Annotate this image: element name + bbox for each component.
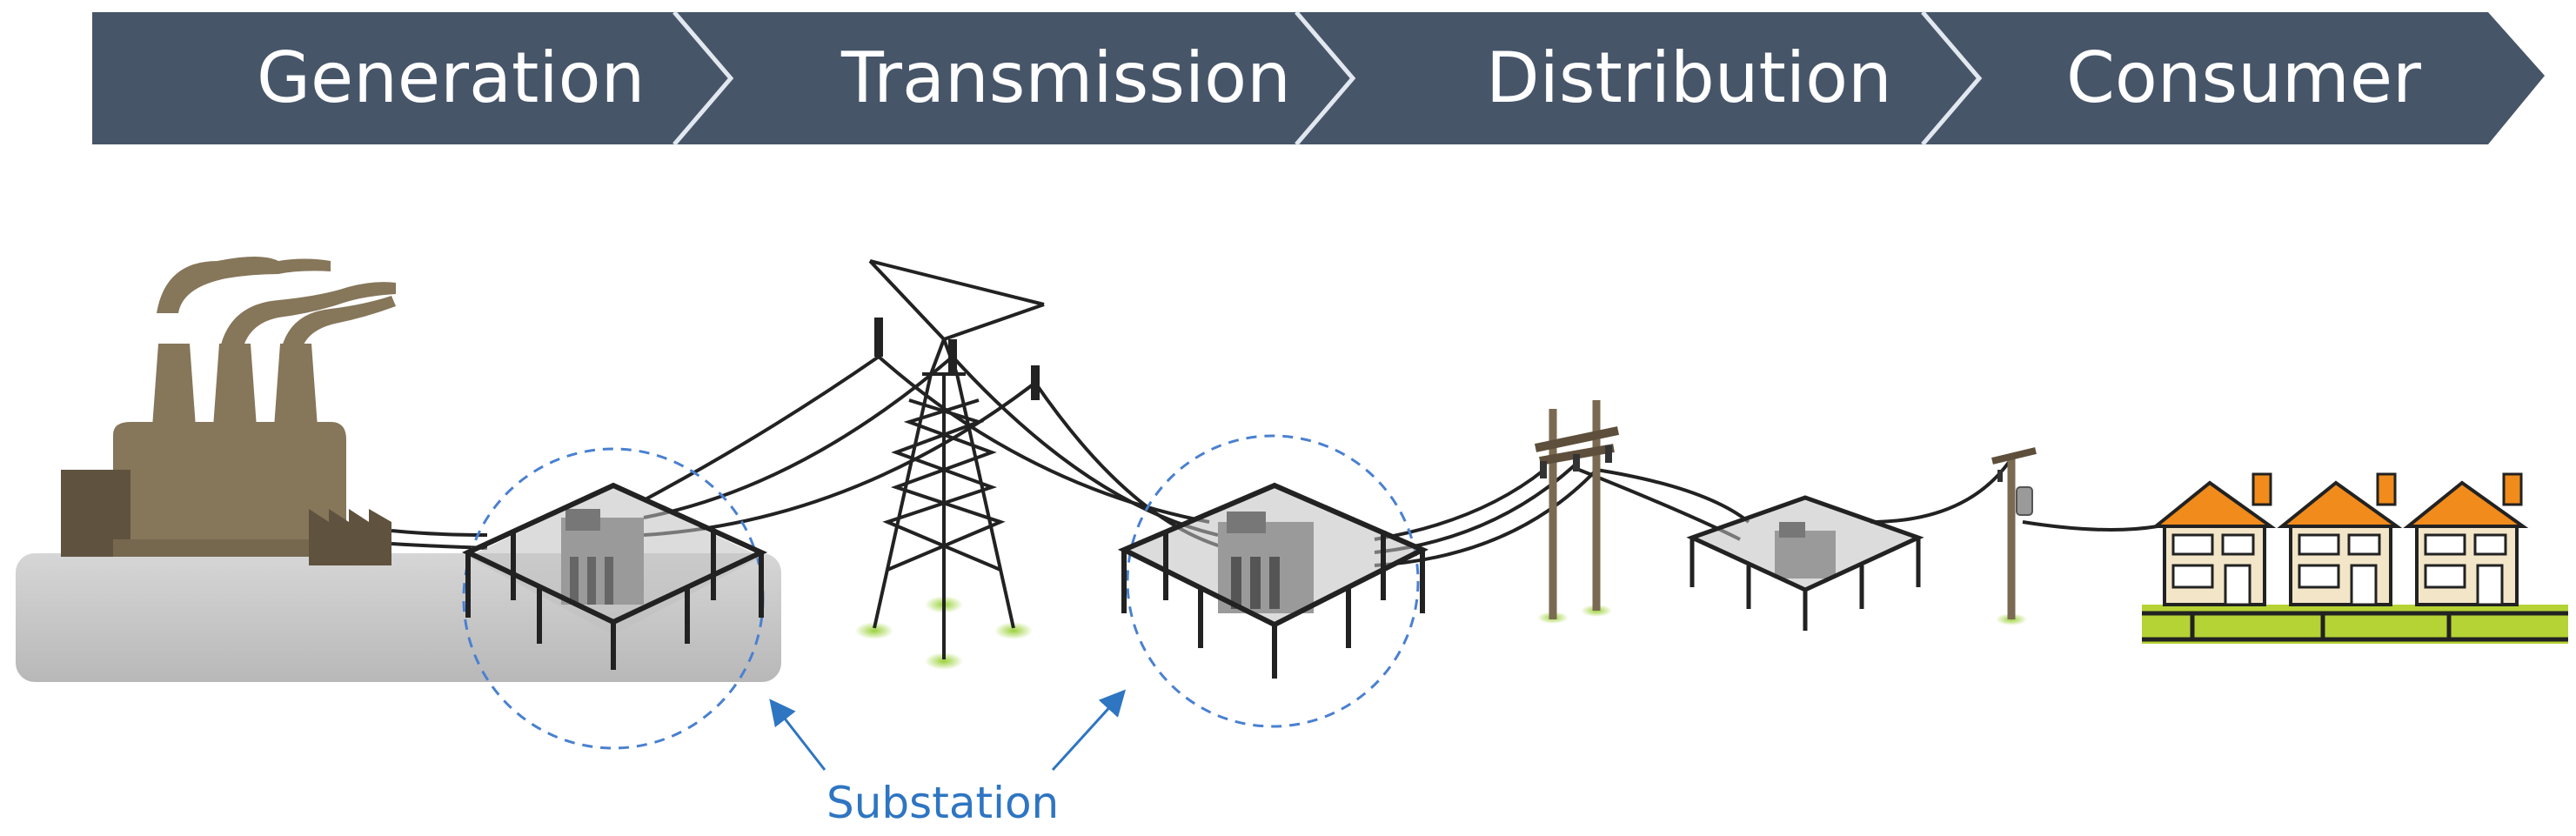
utility-pole-icon <box>1534 400 1620 624</box>
stage-banner: Generation Transmission Distribution Con… <box>92 10 2545 146</box>
stage-consumer-label: Consumer <box>2066 37 2421 118</box>
house-row <box>2142 472 2568 644</box>
callout-arrow-left <box>769 699 826 771</box>
substation-highlight-circle <box>1126 434 1420 728</box>
substation-callout: Substation <box>769 689 1127 828</box>
stage-generation-label: Generation <box>257 37 645 118</box>
substation-icon <box>1686 495 1924 631</box>
stage-distribution-label: Distribution <box>1486 37 1892 118</box>
substation-icon <box>461 447 768 750</box>
substation-icon <box>1117 434 1429 728</box>
house-icon <box>2277 472 2403 606</box>
stage-transmission-label: Transmission <box>840 37 1291 118</box>
pole-transformer-icon <box>1991 447 2037 625</box>
chevron-divider-2 <box>1295 10 1356 146</box>
chevron-divider-1 <box>672 10 734 146</box>
power-plant-icon <box>16 257 781 682</box>
chevron-divider-3 <box>1921 10 1983 146</box>
house-icon <box>2151 472 2277 606</box>
callout-arrow-right <box>1051 689 1127 772</box>
house-icon <box>2403 472 2529 606</box>
substation-label: Substation <box>826 778 1059 828</box>
transmission-tower-icon <box>855 259 1045 670</box>
